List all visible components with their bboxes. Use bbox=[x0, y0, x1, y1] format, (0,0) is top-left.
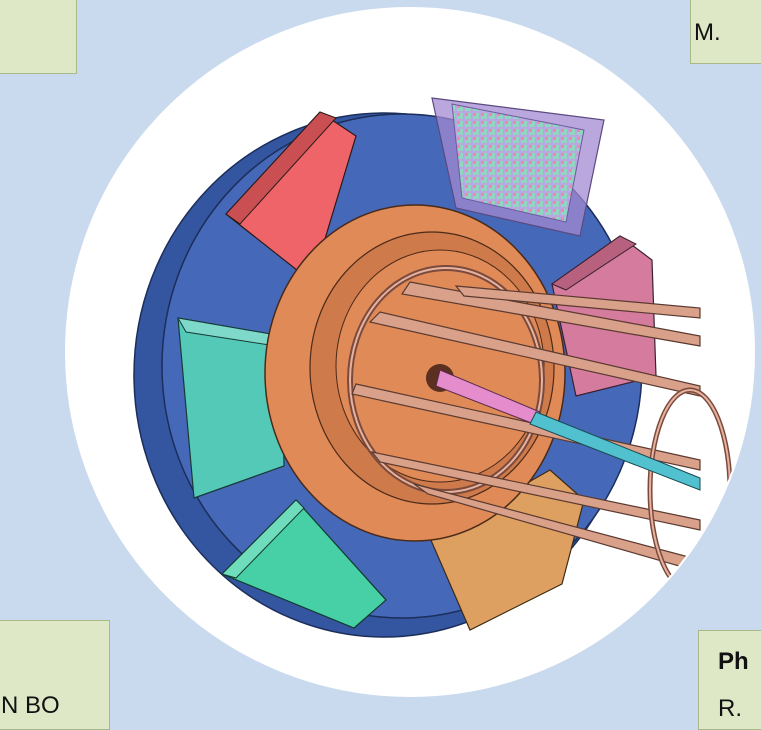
note-bottom-left-text: N BO bbox=[1, 692, 60, 719]
beam-cyan bbox=[529, 411, 701, 491]
crystal-array bbox=[451, 103, 585, 223]
note-top-right-text: M. bbox=[694, 19, 721, 46]
sector-green-top bbox=[221, 499, 305, 579]
note-bottom-right-title: Ph bbox=[718, 648, 749, 675]
circle-outline bbox=[65, 7, 755, 697]
sector-red-top bbox=[225, 111, 337, 225]
note-box-top-right: M. bbox=[690, 0, 761, 64]
note-box-bottom-left: N BO bbox=[0, 620, 110, 730]
cage-structure bbox=[347, 265, 733, 593]
sector-pink-top bbox=[550, 235, 638, 291]
note-box-top-left bbox=[0, 0, 77, 74]
